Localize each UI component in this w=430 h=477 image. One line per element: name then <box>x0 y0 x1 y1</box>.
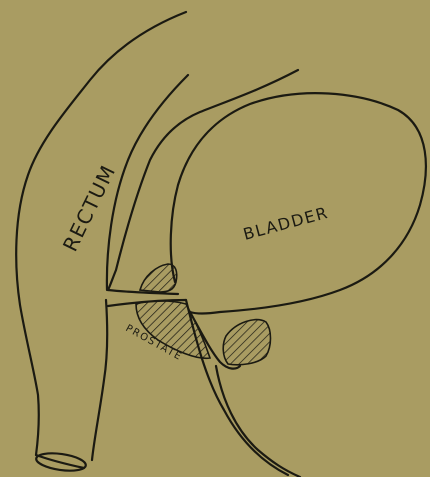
anatomy-diagram: RECTUM BLADDER PROSTATE <box>0 0 430 477</box>
diagram-canvas: RECTUM BLADDER PROSTATE <box>0 0 430 477</box>
